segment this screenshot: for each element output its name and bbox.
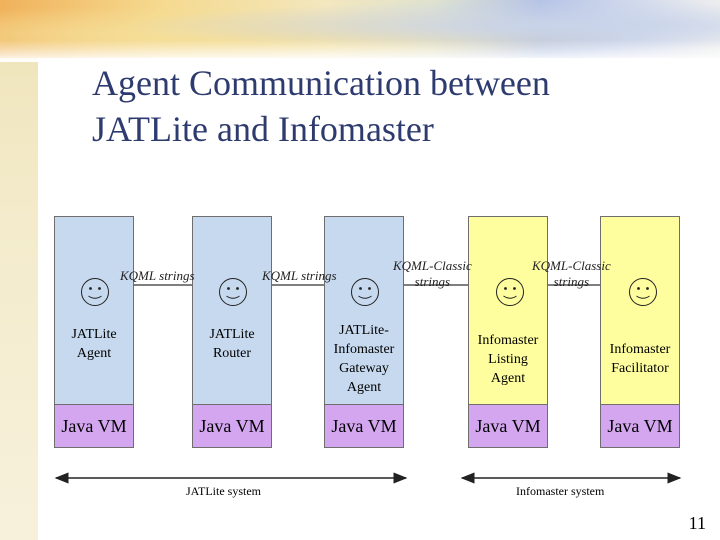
agent-label: JATLite Router xyxy=(181,325,283,363)
channel-label-kqml-classic: KQML-Classic strings xyxy=(532,258,611,290)
channel-line: KQML strings xyxy=(262,268,337,283)
agent-label: Infomaster Listing Agent xyxy=(457,331,559,388)
label-line: Agent xyxy=(76,346,112,361)
smiley-face-icon xyxy=(219,278,247,306)
label-line: Agent xyxy=(490,371,526,386)
label-line: Infomaster xyxy=(333,342,395,357)
java-vm: Java VM xyxy=(192,404,272,448)
smiley-face-icon xyxy=(81,278,109,306)
title-line-2: JATLite and Infomaster xyxy=(92,109,434,149)
channel-line: KQML strings xyxy=(120,268,195,283)
java-vm: Java VM xyxy=(600,404,680,448)
smiley-face-icon xyxy=(629,278,657,306)
page-number: 11 xyxy=(688,513,706,533)
label-line: Router xyxy=(212,346,252,361)
box-infomaster-facilitator: Infomaster Facilitator Java VM xyxy=(600,216,680,448)
infomaster-system-label: Infomaster system xyxy=(516,484,605,498)
channel-label-kqml: KQML strings xyxy=(120,268,195,284)
box-gateway-agent: JATLite- Infomaster Gateway Agent Java V… xyxy=(324,216,404,448)
agent-label: JATLite Agent xyxy=(43,325,145,363)
box-jatlite-agent: JATLite Agent Java VM xyxy=(54,216,134,448)
label-line: JATLite- xyxy=(339,323,389,338)
banner-fade xyxy=(0,40,720,62)
box-infomaster-listing-agent: Infomaster Listing Agent Java VM xyxy=(468,216,548,448)
channel-label-kqml: KQML strings xyxy=(262,268,337,284)
label-line: Agent xyxy=(346,380,382,395)
label-line: Infomaster xyxy=(477,333,539,348)
channel-label-kqml-classic: KQML-Classic strings xyxy=(393,258,472,290)
channel-line: strings xyxy=(414,274,451,289)
agent-label: JATLite- Infomaster Gateway Agent xyxy=(313,321,415,397)
java-vm: Java VM xyxy=(468,404,548,448)
box-jatlite-router: JATLite Router Java VM xyxy=(192,216,272,448)
agent-label: Infomaster Facilitator xyxy=(589,340,691,378)
label-line: JATLite xyxy=(71,327,117,342)
java-vm: Java VM xyxy=(324,404,404,448)
smiley-face-icon xyxy=(496,278,524,306)
slide-title: Agent Communication between JATLite and … xyxy=(92,60,692,152)
channel-line: strings xyxy=(553,274,590,289)
channel-line: KQML-Classic xyxy=(532,258,611,273)
label-line: Facilitator xyxy=(611,361,669,376)
java-vm: Java VM xyxy=(54,404,134,448)
label-line: Gateway xyxy=(339,361,389,376)
label-line: JATLite xyxy=(209,327,255,342)
title-line-1: Agent Communication between xyxy=(92,63,550,103)
jatlite-system-label: JATLite system xyxy=(186,484,261,498)
label-line: Infomaster xyxy=(609,342,671,357)
left-decor-strip xyxy=(0,0,38,540)
smiley-face-icon xyxy=(351,278,379,306)
label-line: Listing xyxy=(488,352,528,367)
channel-line: KQML-Classic xyxy=(393,258,472,273)
